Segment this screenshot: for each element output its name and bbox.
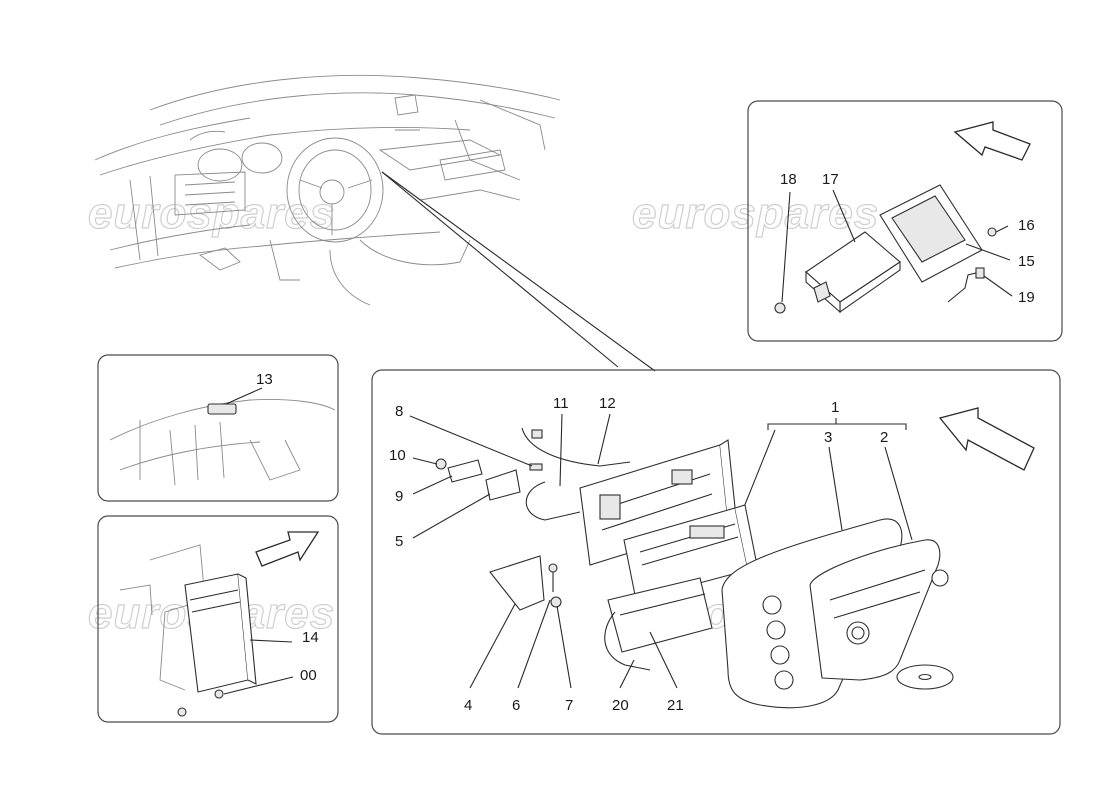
direction-arrow-icon <box>255 531 320 567</box>
callout-14: 14 <box>302 629 319 646</box>
watermark-top-left: eurospares <box>88 189 335 238</box>
dashboard-overview-sketch <box>94 74 561 306</box>
callout-21: 21 <box>667 697 684 714</box>
callout-17: 17 <box>822 171 839 188</box>
callout-labels: 1 2 3 4 5 6 7 8 9 10 11 12 13 14 15 16 1… <box>256 171 1035 714</box>
direction-arrow-icon <box>938 407 1035 471</box>
watermark-top-right: eurospares <box>632 189 879 238</box>
inset-panel-left-lower <box>97 515 339 723</box>
callout-6: 6 <box>512 697 520 714</box>
callout-20: 20 <box>612 697 629 714</box>
callout-3: 3 <box>824 429 832 446</box>
callout-12: 12 <box>599 395 616 412</box>
callout-10: 10 <box>389 447 406 464</box>
callout-19: 19 <box>1018 289 1035 306</box>
callout-8: 8 <box>395 403 403 420</box>
callout-5: 5 <box>395 533 403 550</box>
callout-4: 4 <box>464 697 472 714</box>
callout-00: 00 <box>300 667 317 684</box>
inset-panel-left-upper <box>97 354 339 502</box>
callout-7: 7 <box>565 697 573 714</box>
callout-11: 11 <box>553 395 569 412</box>
callout-2: 2 <box>880 429 888 446</box>
callout-15: 15 <box>1018 253 1035 270</box>
inset-panel-top-right <box>747 100 1063 342</box>
dashboard-pointer-lines <box>381 171 656 372</box>
callout-9: 9 <box>395 488 403 505</box>
callout-16: 16 <box>1018 217 1035 234</box>
callout-18: 18 <box>780 171 797 188</box>
main-panel <box>371 369 1061 735</box>
direction-arrow-icon <box>953 121 1031 161</box>
callout-1: 1 <box>831 399 839 416</box>
callout-13: 13 <box>256 371 273 388</box>
